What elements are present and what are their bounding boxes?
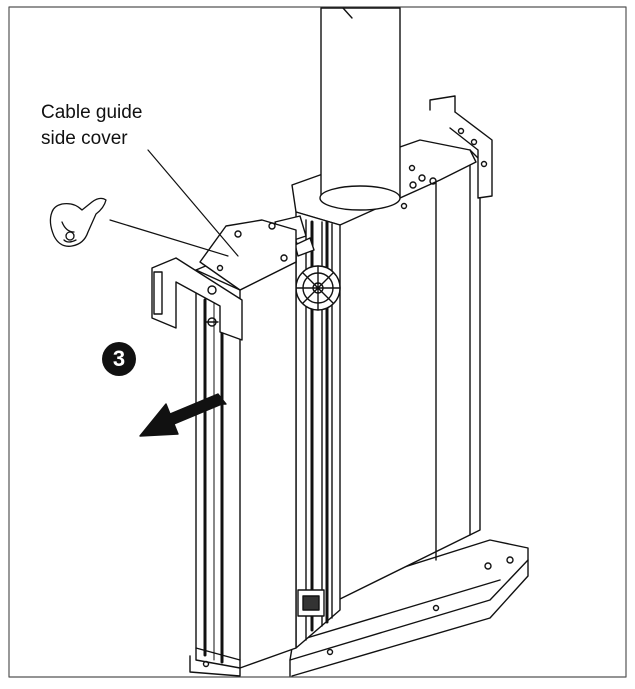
figure-frame xyxy=(8,6,627,678)
callout-leaders xyxy=(109,149,239,257)
left-bracket xyxy=(151,257,243,341)
side-cover-leader-line xyxy=(147,149,239,257)
hand-leader-line xyxy=(109,219,229,257)
cable-guide-side-cover xyxy=(199,219,297,291)
lift-carriage xyxy=(297,589,325,617)
cable-guide-label-line1: Cable guide xyxy=(41,102,143,123)
rear-panel xyxy=(337,149,481,601)
step-number-badge: 3 xyxy=(102,342,136,376)
cable-guide-label: Cable guide side cover xyxy=(41,100,142,152)
arrow-left-down-icon xyxy=(139,393,227,437)
right-bracket xyxy=(429,95,493,199)
main-pole xyxy=(319,7,401,211)
cable-guide-label-line2: side cover xyxy=(41,128,128,149)
hand-icon xyxy=(49,197,107,247)
cable-guide-column xyxy=(189,247,297,677)
